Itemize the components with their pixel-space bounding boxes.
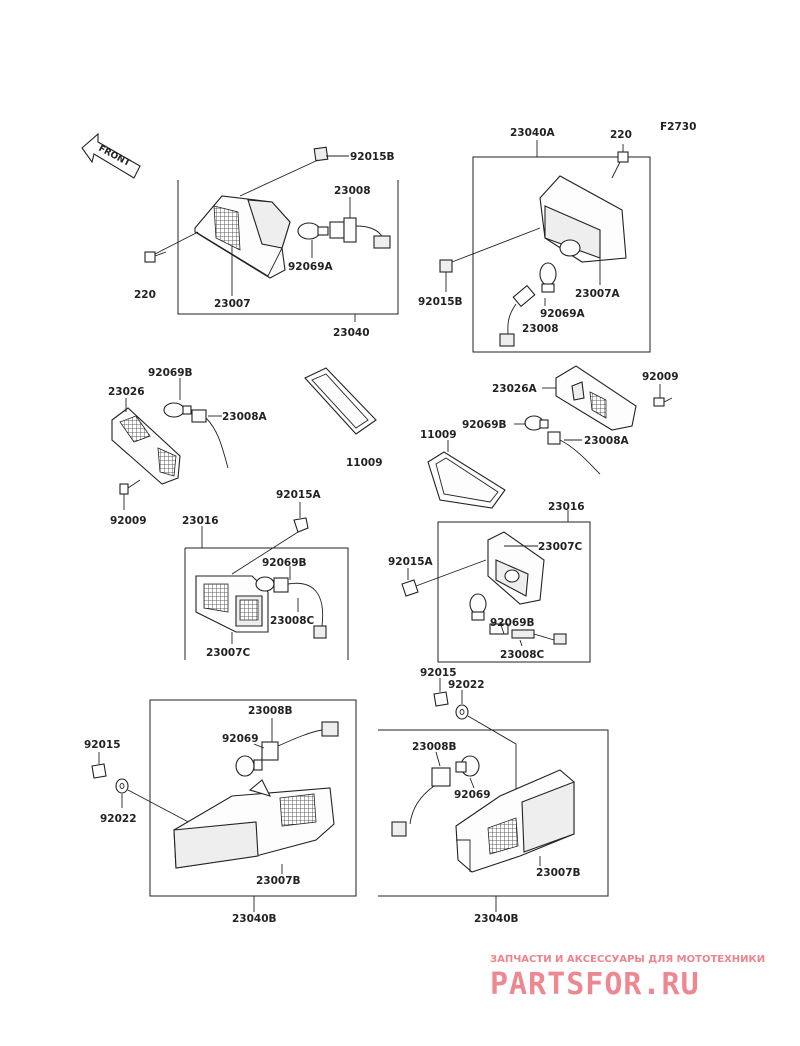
label-92069-b: 92069 xyxy=(454,789,491,801)
label-92022-b: 92022 xyxy=(448,679,485,691)
lamp-housing-23026a xyxy=(555,365,637,431)
label-23040a: 23040A xyxy=(510,127,556,139)
nut-92015a-icon xyxy=(293,517,309,533)
figure-code: F2730 xyxy=(660,121,696,133)
label-23026a: 23026A xyxy=(492,383,538,395)
group-23026: 92069B 23026 23008A 92009 xyxy=(108,367,268,527)
label-23008-b: 23008 xyxy=(522,323,559,335)
label-92069a: 92069A xyxy=(288,261,334,273)
bulb-f-icon xyxy=(469,593,487,621)
label-23040b-b: 23040B xyxy=(474,913,519,925)
label-92069: 92069 xyxy=(222,733,259,745)
label-23008b-b: 23008B xyxy=(412,741,457,753)
label-92015b-b: 92015B xyxy=(418,296,463,308)
label-23007a: 23007A xyxy=(575,288,621,300)
label-23008a-b: 23008A xyxy=(584,435,630,447)
label-23040b: 23040B xyxy=(232,913,277,925)
label-92022: 92022 xyxy=(100,813,137,825)
group-23040b-b: 23040B 92015 92022 23008 xyxy=(378,667,609,925)
label-23026: 23026 xyxy=(108,386,145,398)
lamp-housing-23007a xyxy=(539,175,627,263)
socket-harness-d-icon xyxy=(547,431,601,475)
label-92069b-b: 92069B xyxy=(462,419,507,431)
label-23040: 23040 xyxy=(333,327,370,339)
screw-92009-icon xyxy=(119,483,129,495)
socket-harness-e-icon xyxy=(273,577,327,639)
label-92015-b: 92015 xyxy=(420,667,457,679)
watermark: ЗАПЧАСТИ И АКСЕССУАРЫ ДЛЯ МОТОТЕХНИКИ PA… xyxy=(490,954,765,1002)
front-arrow-icon: FRONT xyxy=(81,132,141,179)
label-23007b: 23007B xyxy=(256,875,301,887)
label-92015a: 92015A xyxy=(276,489,322,501)
clip-92015b-b-icon xyxy=(439,259,453,273)
bulb-c-icon xyxy=(163,402,192,418)
label-23008: 23008 xyxy=(334,185,371,197)
socket-harness-b-icon xyxy=(499,284,536,347)
nut-92015-b-icon xyxy=(433,691,449,707)
label-92069b-c: 92069B xyxy=(262,557,307,569)
label-92009-b: 92009 xyxy=(642,371,679,383)
screw-220-icon xyxy=(144,251,167,263)
lamp-housing-23007b-b xyxy=(455,769,575,873)
label-23007c: 23007C xyxy=(206,647,251,659)
watermark-logo: PARTSFOR.RU xyxy=(490,967,700,1002)
label-11009: 11009 xyxy=(346,457,383,469)
label-23008a: 23008A xyxy=(222,411,268,423)
label-23007: 23007 xyxy=(214,298,251,310)
label-23008b: 23008B xyxy=(248,705,293,717)
label-92069b: 92069B xyxy=(148,367,193,379)
label-23007c-b: 23007C xyxy=(538,541,583,553)
socket-harness-h-icon xyxy=(391,767,451,837)
label-92009: 92009 xyxy=(110,515,147,527)
nut-92015a-b-icon xyxy=(401,579,419,597)
label-92015a-b: 92015A xyxy=(388,556,434,568)
label-220-b: 220 xyxy=(610,129,632,141)
bulb-icon xyxy=(297,222,329,240)
label-23008c-b: 23008C xyxy=(500,649,545,661)
label-92069a-b: 92069A xyxy=(540,308,586,320)
label-11009-b: 11009 xyxy=(420,429,457,441)
bulb-e-icon xyxy=(255,576,275,592)
nut-92015-icon xyxy=(91,763,107,779)
socket-harness-icon xyxy=(329,217,391,249)
socket-harness-f-icon xyxy=(489,623,567,645)
lamp-housing-23026 xyxy=(111,407,181,485)
washer-92022-b-icon xyxy=(455,704,469,720)
label-23008c: 23008C xyxy=(270,615,315,627)
screw-220-b-icon xyxy=(611,151,629,179)
label-23007b-b: 23007B xyxy=(536,867,581,879)
label-92069b-d: 92069B xyxy=(490,617,535,629)
group-23016: 23016 92015A 92069B 23008C 23007C xyxy=(182,489,349,660)
clip-92015b-icon xyxy=(313,146,329,162)
group-23026a: 23026A 92009 92069B 23008A xyxy=(462,365,679,475)
lamp-housing-23007b xyxy=(173,779,335,869)
bulb-d-icon xyxy=(524,415,549,431)
gasket-11009-b: 11009 xyxy=(420,429,506,509)
washer-92022-icon xyxy=(115,778,129,794)
screw-92009-b-icon xyxy=(653,397,665,407)
socket-harness-g-icon xyxy=(261,721,339,761)
label-220: 220 xyxy=(134,289,156,301)
label-92015b: 92015B xyxy=(350,151,395,163)
label-23016-b: 23016 xyxy=(548,501,585,513)
group-23016-b: 23016 92015A 23007C 92069B 23008C xyxy=(388,501,591,663)
lamp-housing-23007c xyxy=(195,575,269,633)
watermark-subtitle: ЗАПЧАСТИ И АКСЕССУАРЫ ДЛЯ МОТОТЕХНИКИ xyxy=(490,954,765,965)
socket-harness-c-icon xyxy=(191,409,229,469)
group-23040: 92015B 23008 92069A 220 23007 23040 xyxy=(134,146,399,339)
lamp-housing-23007 xyxy=(194,195,291,279)
group-23040a: 23040A 220 92015B 23007A 92069A 23008 xyxy=(418,127,651,353)
bulb-g-icon xyxy=(235,755,263,777)
bulb-h-icon xyxy=(455,755,480,777)
group-23040b: 23040B 92015 92022 23008 xyxy=(84,699,357,925)
bulb-b-icon xyxy=(539,262,557,293)
gasket-11009-a: 11009 xyxy=(304,367,383,469)
label-23016: 23016 xyxy=(182,515,219,527)
lamp-housing-23007c-b xyxy=(487,531,545,605)
label-92015: 92015 xyxy=(84,739,121,751)
